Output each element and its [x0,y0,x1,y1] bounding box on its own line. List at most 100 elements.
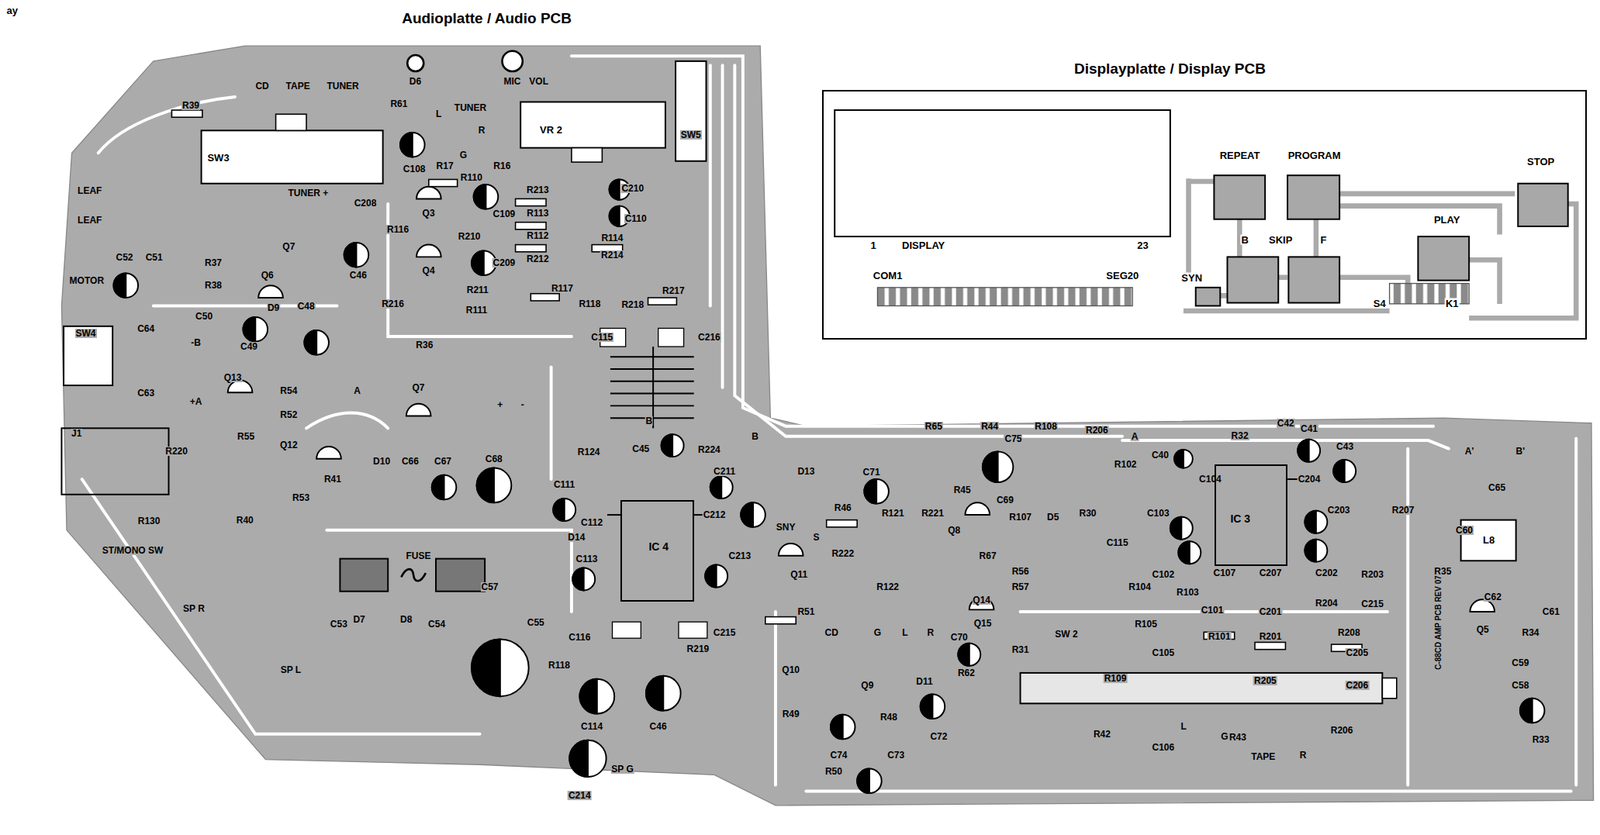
component-label: C207 [1258,568,1283,578]
component-label: Q7 [411,383,426,393]
panel-label: SKIP [1268,234,1293,246]
panel-label: K1 [1444,297,1460,308]
component-label: R205 [1253,676,1278,686]
component-label: C65 [1487,483,1507,493]
coil-component: L8 [1454,514,1524,567]
component-label: C204 [1297,474,1322,484]
panel-label: 1 [870,239,878,250]
component-label: C75 [1003,434,1023,444]
component-label: R201 [1258,632,1283,642]
component-label: Q13 [223,373,243,383]
component-label: R108 [1033,421,1058,432]
component-label: J1 [70,428,83,439]
component-label: C201 [1258,607,1283,617]
component-label: R216 [380,299,405,309]
component-label: R33 [1531,735,1551,745]
panel-label: COM1 [872,270,904,281]
component-label: A [1130,431,1140,442]
component-label: C74 [829,750,848,761]
component-label: C45 [631,444,650,454]
board-heading: Displayplatte / Display PCB [1072,60,1268,77]
component-label: B' [1515,446,1527,457]
component-label: C54 [427,619,446,629]
component-label: Q6 [260,270,275,280]
component-label: C212 [702,510,727,520]
component-name: SW3 [205,152,231,164]
component-label: C43 [1335,442,1355,452]
component-label: C103 [1146,508,1171,519]
component-label: D9 [266,303,280,313]
component-label: R112 [525,231,550,241]
component-label: R107 [1008,512,1033,522]
component-label: SP G [610,764,634,775]
panel-label: REPEAT [1219,149,1262,160]
component-label: R212 [525,254,550,264]
component-label: MOTOR [69,276,105,286]
component-label: C58 [1510,680,1530,691]
component-label: Q15 [973,618,993,629]
component-label: R [1299,750,1308,761]
component-label: D11 [915,677,934,687]
component-label: C113 [575,554,599,564]
component-label: Q8 [946,525,961,536]
component-label: R32 [1230,431,1250,441]
panel-label: SEG20 [1105,270,1140,281]
component-label: R207 [1391,505,1416,515]
component-label: C68 [484,454,504,464]
component-label: CD [824,628,840,638]
component-label: SW4 [75,328,97,339]
component-label: C66 [400,456,420,467]
component-label: R30 [1078,508,1098,519]
audio-pcb-board: Audioplatte / Audio PCBIC 4IC 3VR 2SW3L8 [61,45,1594,806]
component-label: C48 [297,301,316,312]
board-marking: C-88CD AMP PCB REV 07 [1434,574,1443,671]
ic-chip: IC 3 [1214,464,1289,567]
component-label: LEAF [76,215,103,225]
component-label: R37 [203,258,223,268]
panel-label: PROGRAM [1287,149,1342,160]
component-label: R62 [957,668,976,678]
component-label: R214 [600,250,625,260]
component-label: C215 [1360,599,1385,609]
component-label: C106 [1151,742,1176,753]
component-label: G [1219,732,1229,742]
component-label: C42 [1276,418,1296,429]
component-label: C60 [1454,525,1474,536]
panel-label: PLAY [1433,214,1461,225]
component-label: R109 [1103,673,1128,684]
component-label: Q5 [1475,625,1490,635]
component-label: C102 [1151,570,1176,580]
component-label: TAPE [285,81,312,91]
component-label: R57 [1011,582,1030,592]
component-label: Q9 [860,680,875,691]
component-label: R121 [881,508,906,519]
component-label: Q12 [279,440,299,450]
component-label: C213 [728,551,753,561]
component-label: B [750,431,760,442]
component-label: R114 [600,233,624,243]
component-label: R65 [924,421,944,432]
component-label: C61 [1541,607,1561,617]
component-label: VOL [528,76,550,87]
component-label: A [352,386,362,396]
component-label: TUNER [453,103,488,113]
component-label: R130 [137,516,162,526]
component-label: D7 [352,615,366,625]
component-label: C112 [580,518,604,528]
component-label: D5 [1046,512,1060,522]
component-label: TAPE [1250,752,1276,762]
component-label: R213 [525,185,550,195]
component-label: C216 [697,332,722,343]
component-label: R218 [620,300,645,310]
component-label: C53 [329,619,349,629]
component-label: C70 [950,632,969,643]
component-label: R204 [1314,598,1339,609]
component-label: C55 [526,618,546,628]
component-label: R102 [1113,459,1138,470]
display-pcb-panel: Displayplatte / Display PCB [822,89,1587,340]
component-label: R211 [466,285,490,295]
component-label: SP L [279,665,302,675]
component-label: +A [189,397,204,407]
component-label: C40 [1150,450,1170,460]
component-label: R118 [547,660,571,671]
